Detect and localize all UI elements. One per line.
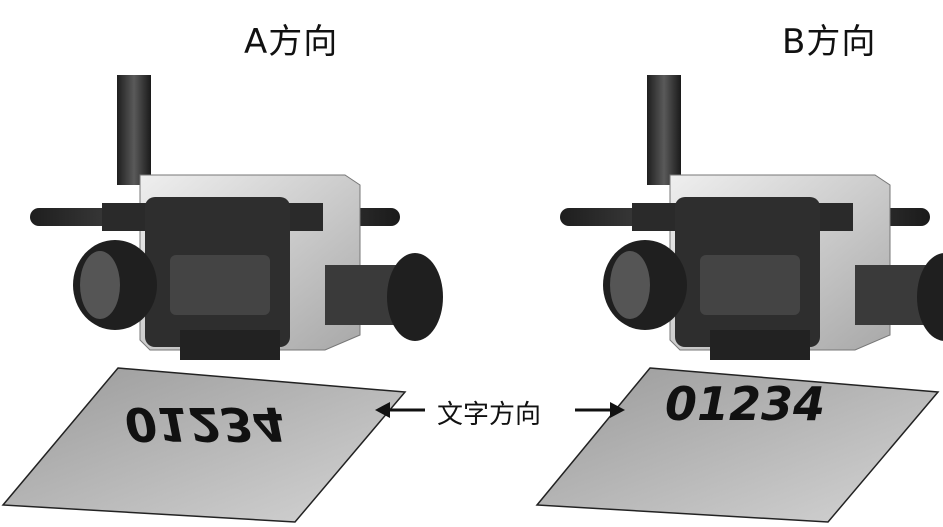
- numbering-device-a: [29, 74, 444, 361]
- text-direction-label: 文字方向: [437, 400, 542, 430]
- paper-sheet-a: [1, 367, 407, 523]
- numbering-device-b: [559, 74, 943, 361]
- arrow-left-icon: [375, 402, 425, 418]
- sheet-a-number: 01234: [125, 397, 285, 451]
- paper-sheet-b: [535, 367, 940, 523]
- arrow-right-icon: [575, 402, 625, 418]
- sheet-b-number: 01234: [665, 377, 825, 431]
- direction-a-title: A方向: [244, 22, 339, 62]
- direction-b-title: B方向: [782, 22, 877, 62]
